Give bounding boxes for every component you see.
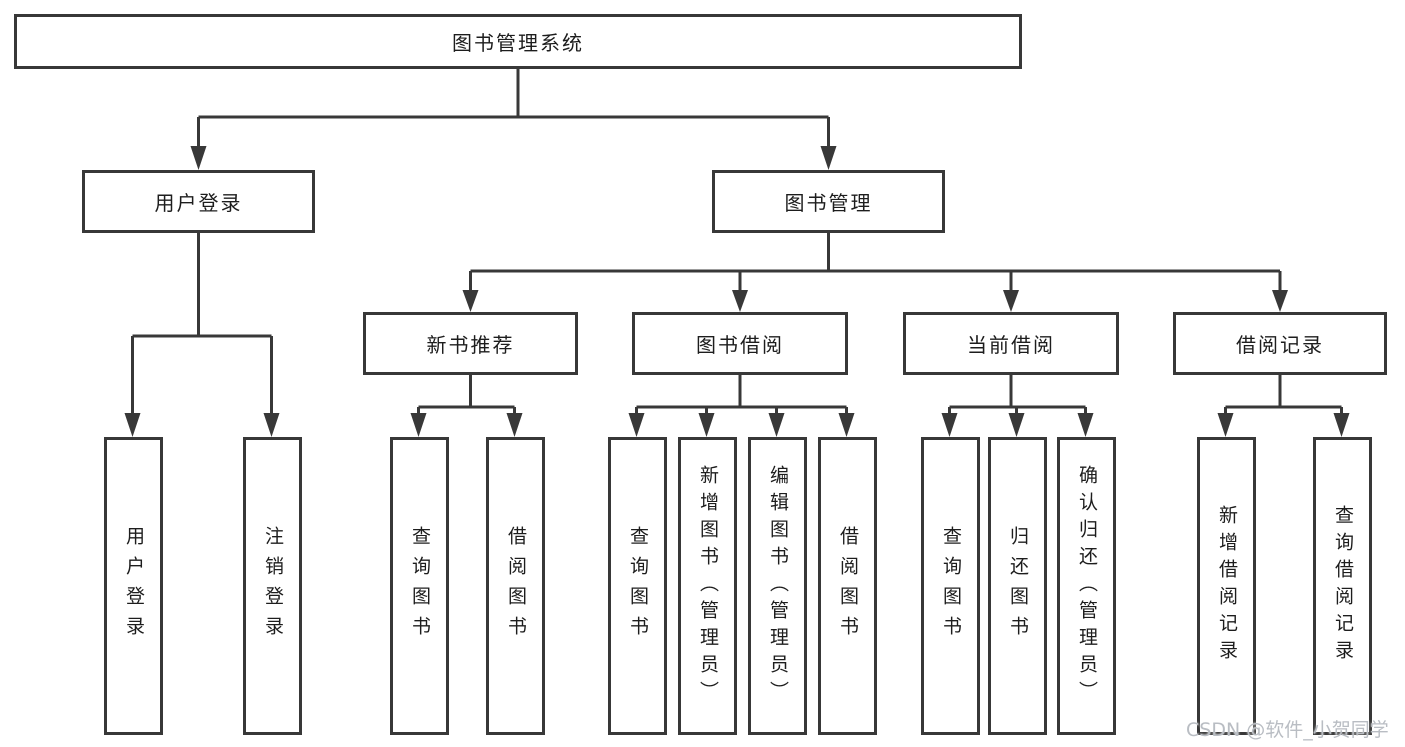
node-book-management: 图书管理 (712, 170, 945, 233)
leaf-label: 编辑图书（管理员） (767, 464, 789, 708)
leaf-add-borrow-record: 新增借阅记录 (1197, 437, 1256, 735)
leaf-query-books-current: 查询图书 (921, 437, 980, 735)
leaf-label: 注销登录 (262, 526, 284, 646)
leaf-borrow-books: 借阅图书 (818, 437, 877, 735)
leaf-label: 查询图书 (940, 526, 962, 646)
leaf-query-borrow-record: 查询借阅记录 (1313, 437, 1372, 735)
leaf-label: 用户登录 (123, 526, 145, 646)
node-library-management-system: 图书管理系统 (14, 14, 1022, 69)
leaf-label: 查询图书 (627, 526, 649, 646)
leaf-label: 新增图书（管理员） (697, 464, 719, 708)
leaf-add-books-admin: 新增图书（管理员） (678, 437, 737, 735)
leaf-label: 新增借阅记录 (1216, 505, 1238, 667)
node-label: 图书借阅 (696, 333, 784, 357)
leaf-borrow-books-recommend: 借阅图书 (486, 437, 545, 735)
leaf-confirm-return-admin: 确认归还（管理员） (1057, 437, 1116, 735)
node-user-login: 用户登录 (82, 170, 315, 233)
watermark: CSDN @软件_小贺同学 (1186, 719, 1389, 741)
node-borrowing-records: 借阅记录 (1173, 312, 1387, 375)
leaf-label: 归还图书 (1007, 526, 1029, 646)
leaf-label: 查询图书 (409, 526, 431, 646)
leaf-label: 查询借阅记录 (1332, 505, 1354, 667)
node-label: 当前借阅 (967, 333, 1055, 357)
node-label: 图书管理系统 (452, 31, 584, 55)
node-label: 图书管理 (784, 191, 873, 215)
node-new-book-recommend: 新书推荐 (363, 312, 578, 375)
leaf-logout: 注销登录 (243, 437, 302, 735)
node-current-borrowing: 当前借阅 (903, 312, 1119, 375)
node-label: 新书推荐 (426, 333, 515, 357)
leaf-query-books-recommend: 查询图书 (390, 437, 449, 735)
leaf-return-books: 归还图书 (988, 437, 1047, 735)
leaf-user-login: 用户登录 (104, 437, 163, 735)
leaf-edit-books-admin: 编辑图书（管理员） (748, 437, 807, 735)
node-label: 用户登录 (154, 191, 243, 215)
leaf-label: 确认归还（管理员） (1076, 464, 1098, 708)
leaf-label: 借阅图书 (837, 526, 859, 646)
node-label: 借阅记录 (1236, 333, 1324, 357)
leaf-query-books-borrowing: 查询图书 (608, 437, 667, 735)
node-book-borrowing: 图书借阅 (632, 312, 848, 375)
leaf-label: 借阅图书 (505, 526, 527, 646)
